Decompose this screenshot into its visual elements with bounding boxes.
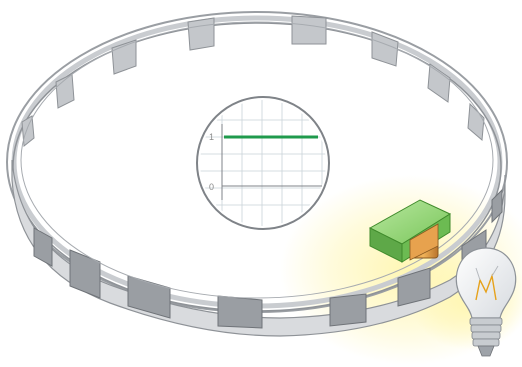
- inset-y-tick-0: 0: [209, 182, 214, 192]
- inset-y-tick-1: 1: [209, 132, 214, 142]
